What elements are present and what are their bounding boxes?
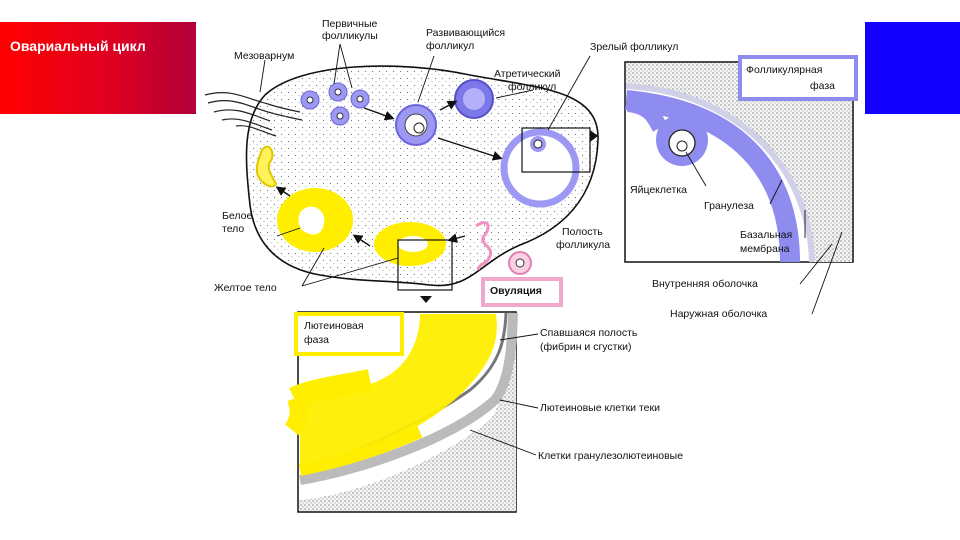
mesovarium-label: Мезоварнум: [234, 50, 295, 62]
white-body: [255, 145, 278, 188]
developing-follicle-label-line2: фолликул: [426, 40, 475, 52]
yellow-body-label: Желтое тело: [214, 282, 277, 294]
granulosa-label: Гранулеза: [704, 200, 754, 212]
luteal-phase-box: [294, 312, 404, 356]
developing-follicle-label-line1: Развивающийся: [426, 27, 506, 39]
granulosa-lutein-cells-label: Клетки гранулезолютеиновые: [538, 450, 684, 462]
white-body-label-line2: тело: [222, 223, 245, 235]
title-banner: [0, 22, 196, 114]
ovulation-rupture: [475, 221, 493, 271]
corpus-luteum-large: [277, 188, 353, 252]
white-body-label-line1: Белое: [222, 210, 253, 222]
basal-membrane-label-line1: Базальная: [740, 229, 793, 241]
follicular-phase-box: [738, 55, 858, 101]
collapsed-cavity-label-line2: (фибрин и сгустки): [540, 341, 632, 353]
ovulation-box: [481, 277, 563, 307]
ovulation-label: Овуляция: [490, 285, 542, 297]
follicle-cavity-label-line2: фолликула: [556, 239, 611, 251]
accent-block: [865, 22, 960, 114]
mature-follicle: [500, 127, 598, 208]
theca-lutein-cells-label: Лютеиновые клетки теки: [540, 402, 660, 414]
primary-follicles-label-line1: Первичные: [322, 18, 378, 30]
slide-title: Овариальный цикл: [10, 38, 146, 54]
primary-follicles-label-line2: фолликулы: [322, 30, 378, 42]
inner-theca-label: Внутренняя оболочка: [652, 278, 758, 290]
luteal-phase-label-line2: фаза: [304, 334, 330, 346]
atretic-follicle-label-line2: фолликул: [508, 81, 557, 93]
follicle-cavity-label-line1: Полость: [562, 226, 603, 238]
atretic-follicle: [454, 79, 494, 119]
developing-follicle: [395, 104, 437, 146]
collapsed-cavity-label-line1: Спавшаяся полость: [540, 327, 638, 339]
luteal-leader-lines: [469, 333, 539, 456]
basal-membrane-label-line2: мембрана: [740, 243, 790, 255]
leader-lines: [259, 43, 591, 287]
follicular-phase-label-line2: фаза: [810, 80, 836, 92]
mature-follicle-label: Зрелый фолликул: [590, 41, 679, 53]
outer-theca-label: Наружная оболочка: [670, 308, 768, 320]
primary-follicles: [300, 82, 370, 126]
corpus-luteum-small: [374, 222, 453, 303]
follicular-phase-label-line1: Фолликулярная: [746, 64, 823, 76]
inset-leader-lines: [685, 151, 843, 315]
cycle-arrows: [275, 100, 503, 247]
atretic-follicle-label-line1: Атретический: [494, 68, 561, 80]
luteal-phase-label-line1: Лютеиновая: [304, 320, 364, 332]
egg-cell-label: Яйцеклетка: [630, 184, 687, 196]
released-oocyte: [508, 251, 532, 275]
